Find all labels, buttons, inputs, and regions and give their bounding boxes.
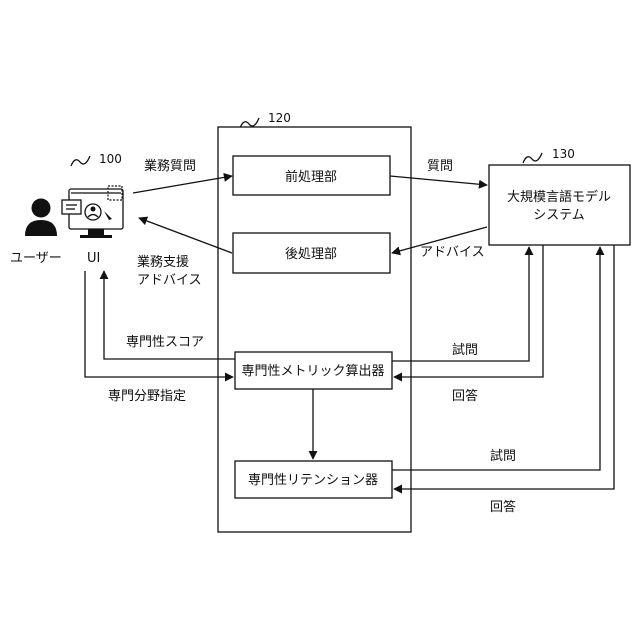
ref-llm: 130 — [552, 147, 575, 161]
postprocessing-label: 後処理部 — [285, 247, 337, 262]
llm-label-line2: システム — [533, 208, 585, 223]
ref-server: 120 — [268, 111, 291, 125]
user-icon — [25, 199, 57, 237]
label-support-line2: アドバイス — [137, 273, 202, 288]
label-expertise-score: 専門性スコア — [126, 335, 204, 350]
llm-label-line1: 大規模言語モデル — [507, 189, 611, 205]
label-support-line1: 業務支援 — [137, 254, 189, 270]
ui-label: UI — [87, 251, 100, 266]
label-trial-question-1: 試問 — [452, 342, 478, 358]
user-label: ユーザー — [10, 251, 62, 266]
llm-system-box — [489, 165, 630, 245]
metric-calculator-label: 専門性メトリック算出器 — [241, 364, 384, 379]
preprocessing-label: 前処理部 — [285, 169, 337, 185]
ref-user: 100 — [99, 152, 122, 166]
label-business-question: 業務質問 — [144, 158, 196, 174]
monitor-ui-icon — [62, 186, 123, 238]
label-trial-question-2: 試問 — [490, 448, 516, 464]
label-question: 質問 — [427, 159, 453, 174]
label-answer-2: 回答 — [490, 499, 516, 515]
label-advice: アドバイス — [420, 245, 485, 260]
label-answer-1: 回答 — [452, 388, 478, 404]
label-field-spec: 専門分野指定 — [108, 389, 186, 404]
retention-label: 専門性リテンション器 — [248, 473, 378, 488]
arrow-trial-question-2 — [392, 247, 600, 470]
arrow-business-question — [133, 176, 232, 193]
